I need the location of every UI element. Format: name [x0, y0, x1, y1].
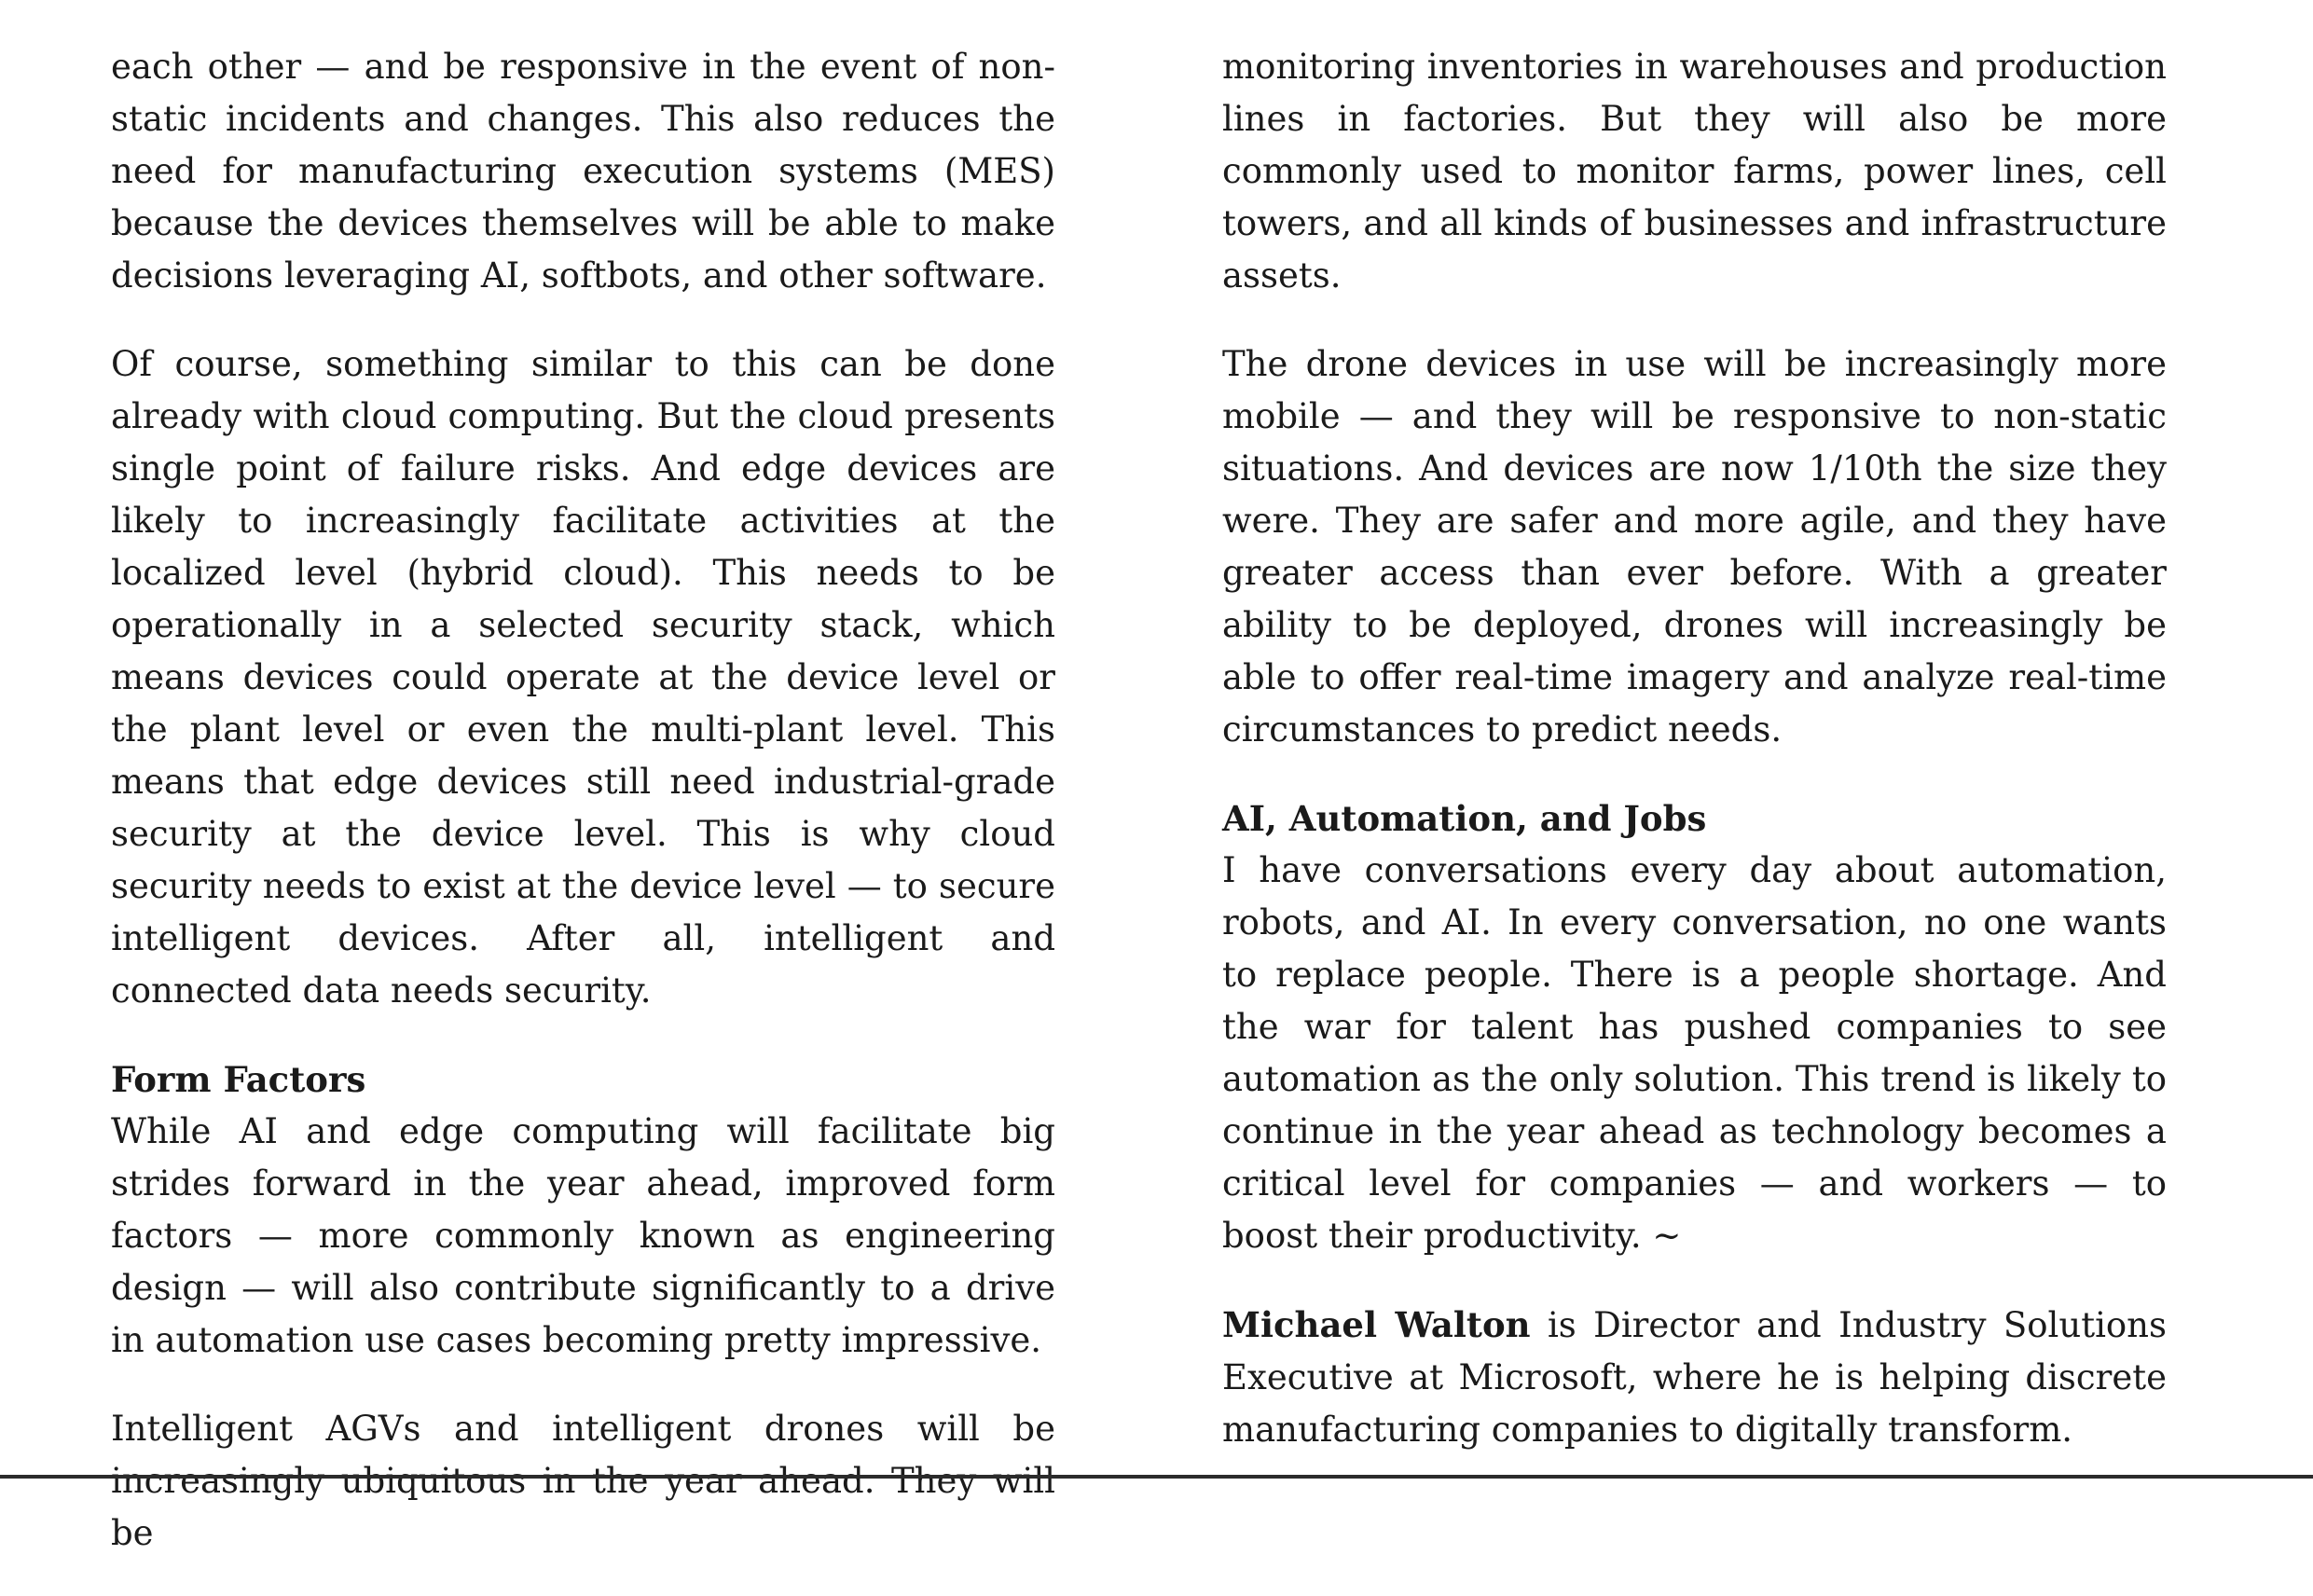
- right-column: monitoring inventories in warehouses and…: [1222, 41, 2167, 1493]
- section-heading-ai-automation-jobs: AI, Automation, and Jobs: [1222, 798, 1707, 839]
- left-column: each other — and be responsive in the ev…: [111, 41, 1055, 1596]
- author-name: Michael Walton: [1222, 1304, 1531, 1345]
- author-bio: Michael Walton is Director and Industry …: [1222, 1299, 2167, 1456]
- body-paragraph: Of course, something similar to this can…: [111, 344, 1055, 1011]
- body-paragraph: The drone devices in use will be increas…: [1222, 344, 2167, 750]
- page-bottom-rule: [0, 1475, 2313, 1479]
- body-paragraph: Intelligent AGVs and intelligent drones …: [111, 1409, 1055, 1553]
- body-paragraph: While AI and edge computing will facilit…: [111, 1111, 1055, 1360]
- body-paragraph: monitoring inventories in warehouses and…: [1222, 47, 2167, 296]
- body-paragraph: I have conversations every day about aut…: [1222, 850, 2167, 1256]
- document-page: each other — and be responsive in the ev…: [0, 47, 2313, 1553]
- body-paragraph: each other — and be responsive in the ev…: [111, 47, 1055, 296]
- section-heading-form-factors: Form Factors: [111, 1059, 366, 1100]
- author-bio-text: is Director and Industry Solutions Execu…: [1222, 1305, 2167, 1450]
